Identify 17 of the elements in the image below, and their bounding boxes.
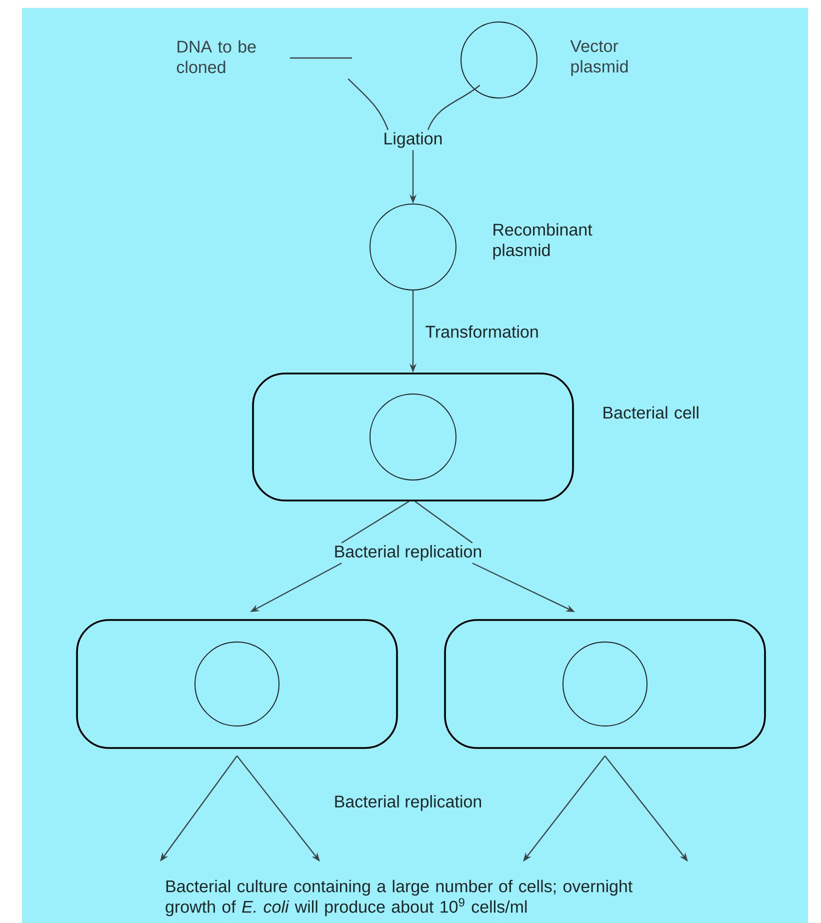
node-caption: Bacterial cell [604, 406, 698, 419]
plasmid-circle [370, 394, 456, 480]
bacterial-cell [76, 619, 398, 749]
plasmid-circle [370, 204, 456, 290]
bacterial-cell [444, 619, 766, 749]
caption-text: Bacterial culture containing a large number of cells; overnight growth of E. coli will produce about 10$^{9}$ cells/ml [166, 880, 633, 916]
plasmid-circle [194, 642, 280, 726]
plasmid-circle [562, 642, 648, 726]
bacterial-cell [252, 372, 574, 502]
step-label: Bacterial replication [335, 545, 482, 561]
step-label: Bacterial replication [335, 795, 482, 811]
node-caption: DNA to be cloned [176, 40, 256, 74]
plasmid-circle [460, 22, 538, 98]
node-caption: Vector plasmid [570, 40, 628, 76]
edge-label: Transformation [423, 323, 541, 340]
step-label: Ligation [384, 132, 442, 148]
node-caption: Recombinant plasmid [493, 223, 592, 260]
